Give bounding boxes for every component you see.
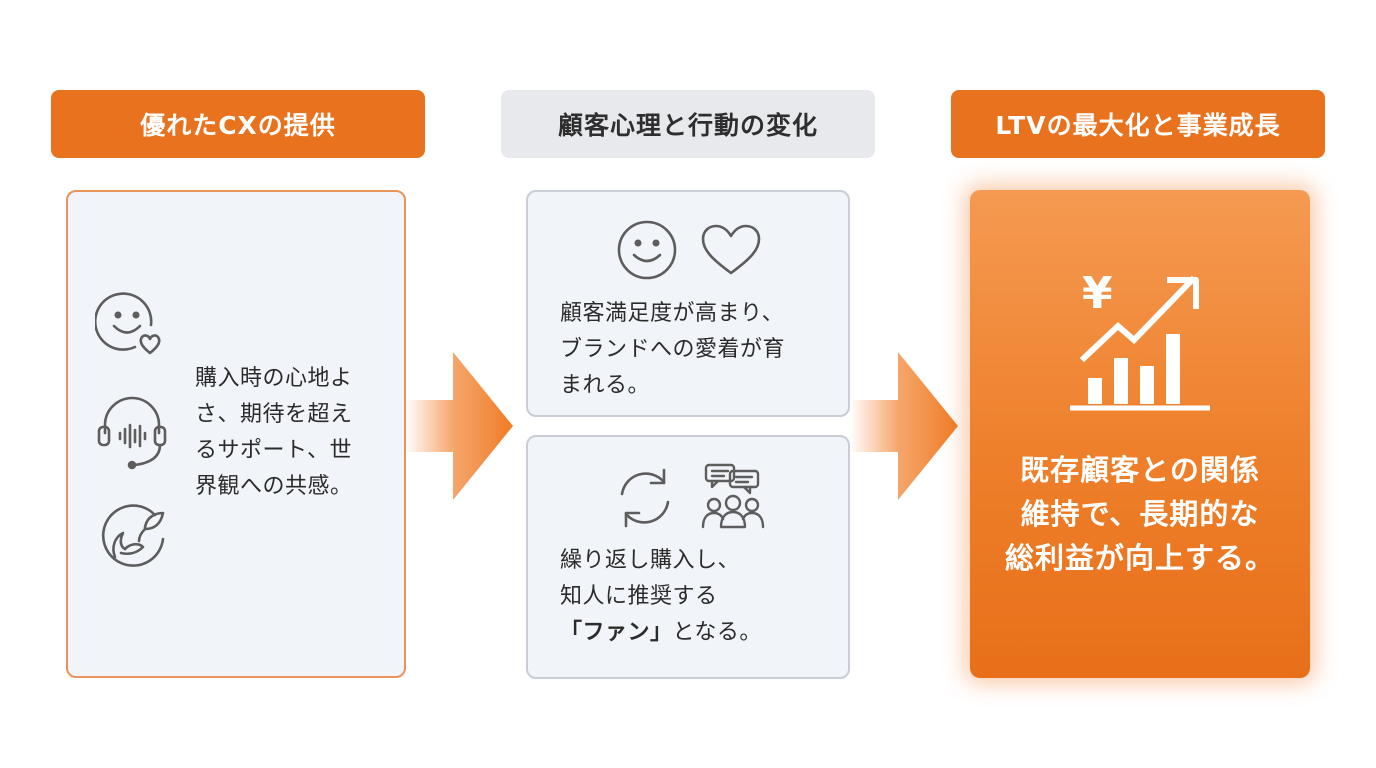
community-chat-icon: [700, 461, 766, 531]
header-psychology: 顧客心理と行動の変化: [501, 90, 875, 158]
yen-growth-chart-icon: ¥: [1070, 270, 1210, 412]
header-cx-label: 優れたCXの提供: [140, 111, 336, 140]
heart-icon: [700, 223, 762, 277]
card-fan: 繰り返し購入し、 知人に推奨する 「ファン」となる。: [526, 435, 850, 679]
fan-emphasis: 「ファン」: [560, 620, 673, 645]
fan-line-3-rest: となる。: [672, 620, 762, 645]
header-psychology-label: 顧客心理と行動の変化: [557, 111, 818, 140]
ltv-description: 既存顧客との関係 維持で、長期的な 総利益が向上する。: [1004, 453, 1275, 575]
smile-heart-icon: [95, 289, 169, 363]
fan-line-2: 知人に推奨する: [560, 584, 718, 609]
satisfaction-description: 顧客満足度が高まり、 ブランドへの愛着が育 まれる。: [560, 301, 786, 398]
arrow-right-icon: [405, 352, 515, 500]
fan-description: 繰り返し購入し、 知人に推奨する 「ファン」となる。: [560, 543, 850, 651]
smile-icon: [616, 219, 678, 281]
arrow-right-icon: [850, 352, 960, 500]
refresh-icon: [614, 466, 676, 530]
header-cx: 優れたCXの提供: [51, 90, 425, 158]
leaf-hand-icon: [95, 497, 169, 571]
fan-line-3: 「ファン」となる。: [560, 615, 850, 651]
fan-line-1: 繰り返し購入し、: [560, 548, 741, 573]
card-satisfaction: 顧客満足度が高まり、 ブランドへの愛着が育 まれる。: [526, 190, 850, 417]
panel-ltv: ¥ 既存顧客との関係 維持で、長期的な 総利益が向上する。: [970, 190, 1310, 678]
yen-symbol: ¥: [1082, 270, 1113, 319]
header-ltv-label: LTVの最大化と事業成長: [995, 111, 1281, 140]
headset-icon: [95, 395, 169, 471]
cx-description: 購入時の心地よ さ、期待を超え るサポート、世 界観への共感。: [195, 366, 353, 499]
header-ltv: LTVの最大化と事業成長: [951, 90, 1325, 158]
panel-cx: 購入時の心地よ さ、期待を超え るサポート、世 界観への共感。: [66, 190, 406, 678]
